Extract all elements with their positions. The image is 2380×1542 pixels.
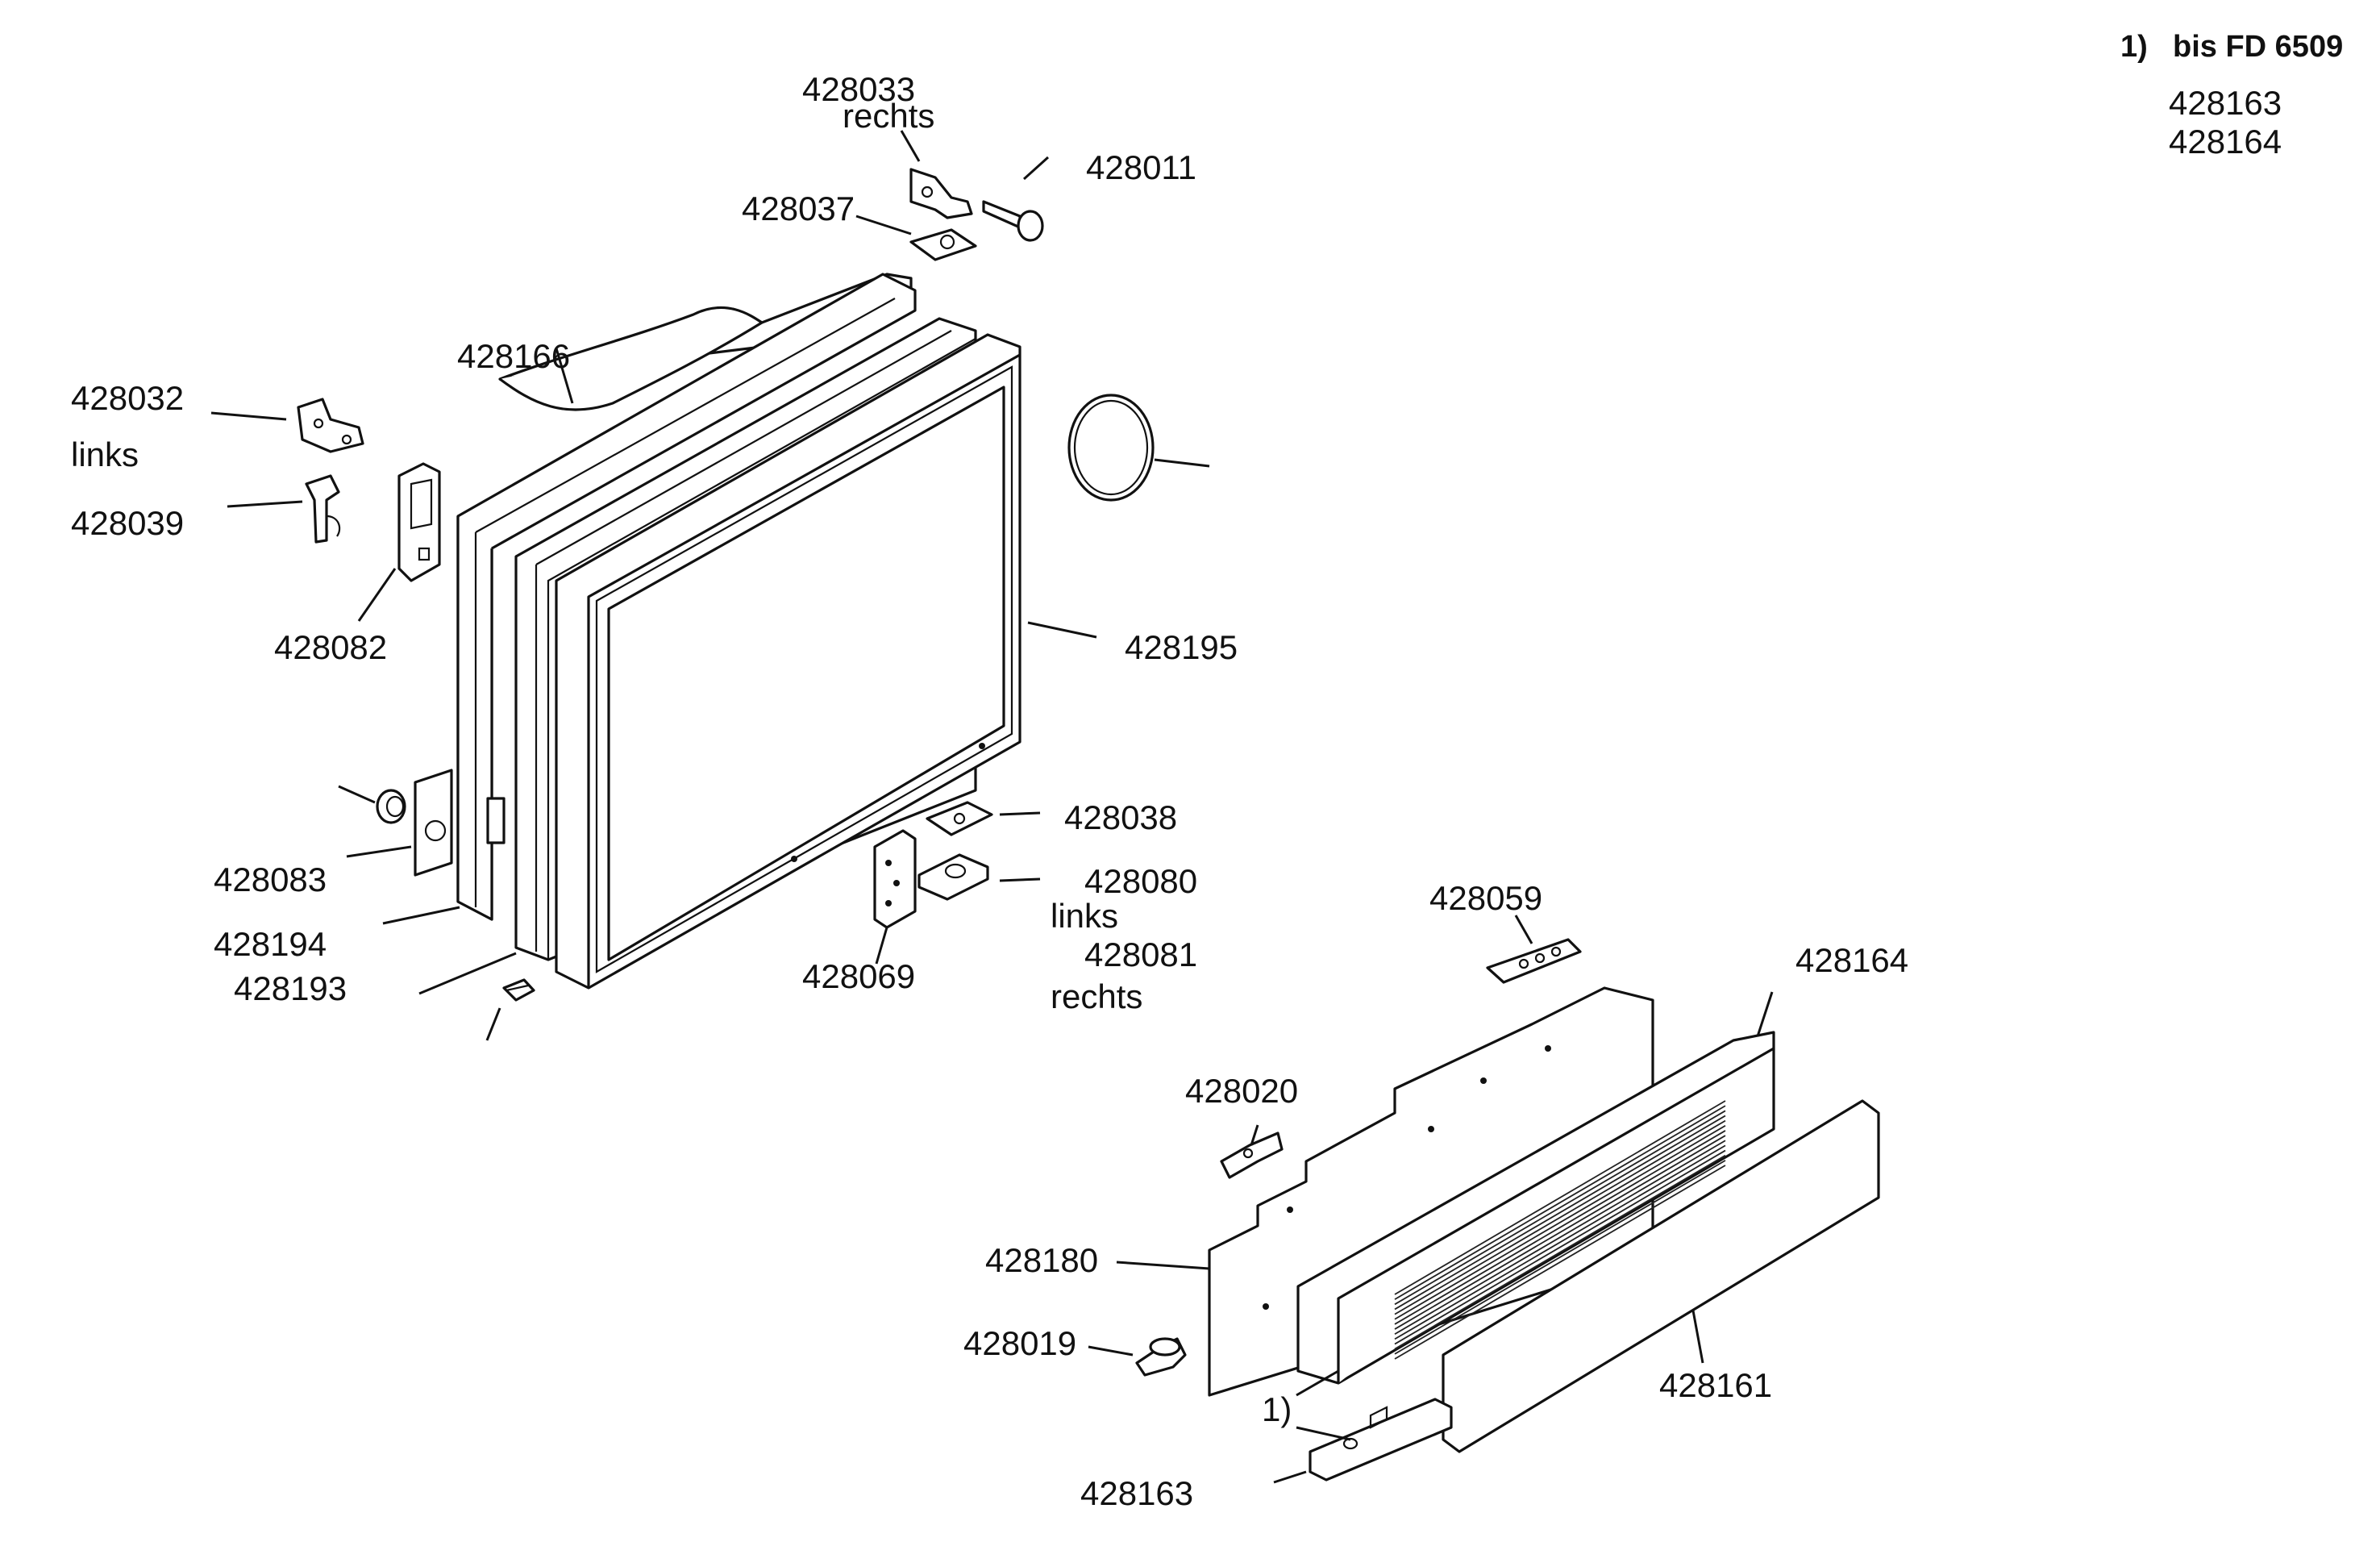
label-428180: 428180 (985, 1241, 1098, 1279)
note-item-2: 428164 (2169, 123, 2282, 160)
grille-slat (1394, 1115, 1726, 1311)
label-428038: 428038 (1064, 798, 1177, 836)
grille-slat (1394, 1140, 1726, 1336)
grille-slat (1394, 1154, 1726, 1350)
footnote-marker: 1) (1262, 1390, 1292, 1428)
label-428080-side: links (1051, 897, 1118, 935)
grille-slat (1394, 1165, 1726, 1360)
note-text: bis FD 6509 (2173, 30, 2343, 64)
plate-icon (909, 228, 977, 261)
grille-slat (1394, 1119, 1726, 1315)
label-428020: 428020 (1185, 1072, 1298, 1110)
grille-slat (1394, 1149, 1726, 1345)
grille-slat (1394, 1160, 1726, 1355)
vent-grille (1296, 1031, 1775, 1385)
label-428164: 428164 (1795, 941, 1908, 979)
label-428081-side: rechts (1051, 977, 1142, 1015)
label-428163: 428163 (1080, 1474, 1193, 1512)
gasket-ring-icon (1067, 394, 1155, 502)
label-428166: 428166 (457, 337, 570, 375)
foot-icon (1135, 1337, 1187, 1377)
hinge-strip-icon (873, 829, 917, 929)
door-frame-outer (456, 273, 917, 921)
cover-plate-icon (414, 769, 453, 877)
grille-slat (1394, 1100, 1726, 1295)
vent-plate-icon (1486, 938, 1582, 984)
label-428033: 428033 (802, 70, 915, 108)
label-428011: 428011 (1086, 148, 1196, 186)
catch-icon (917, 853, 989, 901)
label-428193: 428193 (234, 969, 347, 1007)
cover-panel (1442, 1099, 1880, 1453)
label-428082: 428082 (274, 628, 387, 666)
slide-rail-icon (1309, 1398, 1453, 1482)
label-428039: 428039 (71, 504, 184, 542)
grille-slat (1394, 1124, 1726, 1320)
label-428080: 428080 (1084, 862, 1197, 900)
label-428195: 428195 (1125, 628, 1238, 666)
footnote: 1) bis FD 6509 428163 428164 (2120, 30, 2343, 160)
label-428037: 428037 (742, 190, 855, 227)
grille-slat (1394, 1105, 1726, 1300)
grille-slat (1394, 1144, 1726, 1340)
leader-lines (210, 130, 1774, 1484)
door-frame-inner (555, 333, 1021, 990)
bracket-left-icon (297, 398, 364, 453)
label-428059: 428059 (1429, 879, 1542, 917)
label-428194: 428194 (214, 925, 327, 963)
label-428033-side: rechts (843, 97, 934, 135)
knob-icon (376, 789, 406, 824)
hinge-icon (397, 462, 441, 582)
label-428032-side: links (71, 436, 139, 473)
label-428019: 428019 (963, 1324, 1076, 1362)
screw-icon (982, 200, 1044, 242)
mount-bracket-icon (1220, 1131, 1284, 1179)
note-item-1: 428163 (2169, 84, 2282, 122)
label-428161: 428161 (1659, 1366, 1772, 1404)
slide-plate-icon (926, 801, 993, 836)
label-428081: 428081 (1084, 936, 1197, 973)
grille-slat (1394, 1130, 1726, 1325)
grille-slat (1394, 1135, 1726, 1330)
clip-icon (305, 474, 341, 544)
small-screw-icon (502, 978, 535, 1002)
grille-slat (1394, 1110, 1726, 1306)
label-428083: 428083 (214, 861, 327, 898)
label-428032: 428032 (71, 379, 184, 417)
note-marker: 1) (2120, 30, 2148, 64)
bracket-right-icon (909, 168, 973, 219)
label-428069: 428069 (802, 957, 915, 995)
